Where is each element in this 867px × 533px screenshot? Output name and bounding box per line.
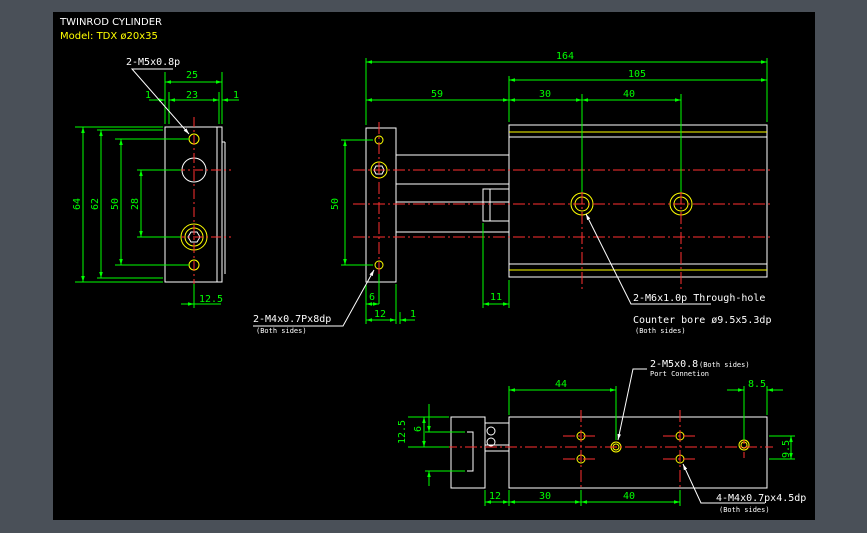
end-plate-outline (164, 126, 223, 283)
dim-30-bottom: 30 (539, 491, 551, 502)
dim-25: 25 (186, 70, 198, 81)
rod-nut (482, 188, 510, 222)
dim-59: 59 (431, 89, 443, 100)
dim-50-left: 50 (110, 198, 121, 210)
bottom-body (508, 416, 768, 489)
dim-164: 164 (556, 51, 574, 62)
cad-drawing: TWINROD CYLINDER Model: TDX ø20x35 (59, 17, 806, 514)
cylinder-body (508, 124, 768, 278)
note-bottom-tap: 4-M4x0.7px4.5dp (716, 493, 806, 504)
dim-12-5-left: 12.5 (199, 294, 223, 305)
dim-11: 11 (490, 292, 502, 303)
dim-1-main: 1 (410, 309, 416, 320)
bottom-view: 44 8.5 12.5 6 9.5 12 30 40 2-M5x0.8 (Bot… (397, 359, 806, 514)
dim-8-5: 8.5 (748, 379, 766, 390)
note-port-bottom-sub: (Both sides) (699, 361, 750, 369)
note-port-left: 2-M5x0.8p (126, 57, 180, 68)
note-mount-tap: 2-M4x0.7Px8dp (253, 314, 331, 325)
dim-105: 105 (628, 69, 646, 80)
model-label: Model: TDX ø20x35 (60, 31, 158, 42)
dim-12-bottom: 12 (489, 491, 501, 502)
note-counter-bore-sub: (Both sides) (635, 327, 686, 335)
note-mount-tap-sub: (Both sides) (256, 327, 307, 335)
dim-1-b: 1 (233, 90, 239, 101)
dim-9-5: 9.5 (781, 440, 792, 458)
drawing-frame: TWINROD CYLINDER Model: TDX ø20x35 (53, 12, 815, 520)
main-end-plate (365, 127, 397, 283)
drawing-title: TWINROD CYLINDER (59, 17, 162, 28)
dim-1-a: 1 (145, 90, 151, 101)
note-port-bottom: 2-M5x0.8 (650, 359, 698, 370)
dim-6: 6 (369, 292, 375, 303)
note-bottom-tap-sub: (Both sides) (719, 506, 770, 514)
main-side-view: 164 105 59 30 40 50 6 11 12 1 2-M4x0.7Px… (253, 51, 773, 335)
dim-64: 64 (72, 198, 83, 210)
left-end-view: 25 23 1 1 64 62 50 28 12.5 2-M5x0.8p (72, 57, 239, 308)
dim-50-main: 50 (330, 198, 341, 210)
dim-6-bottom: 6 (413, 426, 424, 432)
note-port-connection: Port Connetion (650, 370, 709, 378)
bottom-end-plate (450, 416, 486, 489)
dim-62: 62 (90, 198, 101, 210)
dim-30-main: 30 (539, 89, 551, 100)
note-counter-bore: Counter bore ø9.5x5.3dp (633, 315, 771, 326)
note-through-hole: 2-M6x1.0p Through-hole (633, 293, 765, 304)
dim-40-bottom: 40 (623, 491, 635, 502)
dim-12-5-bottom: 12.5 (397, 420, 408, 444)
dim-40-main: 40 (623, 89, 635, 100)
dim-44: 44 (555, 379, 567, 390)
dim-28: 28 (130, 198, 141, 210)
dim-12-main: 12 (374, 309, 386, 320)
dim-23: 23 (186, 90, 198, 101)
